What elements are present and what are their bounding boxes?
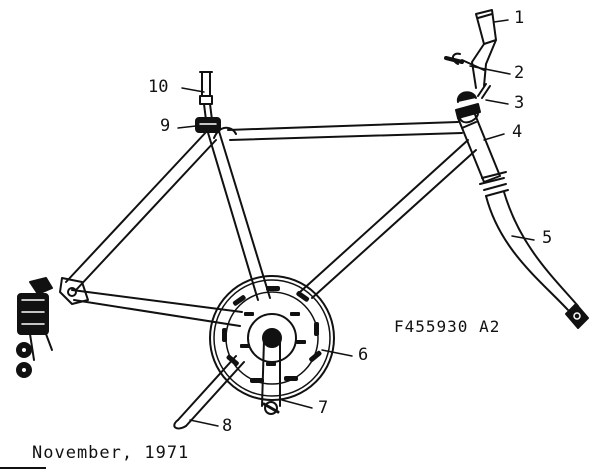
- crank-arm: [261, 328, 282, 415]
- callout-5: 5: [542, 228, 553, 248]
- callout-8: 8: [222, 416, 233, 436]
- part-number: F455930 A2: [394, 317, 501, 336]
- fork-blade: [485, 191, 579, 311]
- callout-7: 7: [318, 398, 329, 418]
- date-underline: [0, 467, 46, 469]
- callout-2: 2: [514, 63, 525, 83]
- callout-4: 4: [512, 122, 523, 142]
- top-tube: [227, 121, 463, 141]
- seat-stay: [65, 126, 237, 291]
- seat-post: [199, 71, 213, 121]
- callout-1: 1: [514, 8, 525, 28]
- callout-6: 6: [358, 345, 369, 365]
- down-tube: [299, 139, 477, 299]
- callout-9: 9: [160, 116, 171, 136]
- kickstand: [173, 355, 245, 430]
- rear-dropout: [59, 277, 89, 305]
- callout-10: 10: [148, 77, 169, 97]
- fork-dropout: [565, 303, 589, 329]
- fork-crown: [479, 171, 509, 197]
- rear-derailleur: [16, 277, 53, 378]
- leader-lines: [177, 19, 535, 427]
- callout-3: 3: [514, 93, 525, 113]
- handlebar-stem: [452, 9, 497, 89]
- seat-tube: [205, 125, 271, 301]
- seat-clamp: [195, 117, 221, 133]
- headset: [455, 83, 491, 124]
- document-date: November, 1971: [32, 443, 190, 463]
